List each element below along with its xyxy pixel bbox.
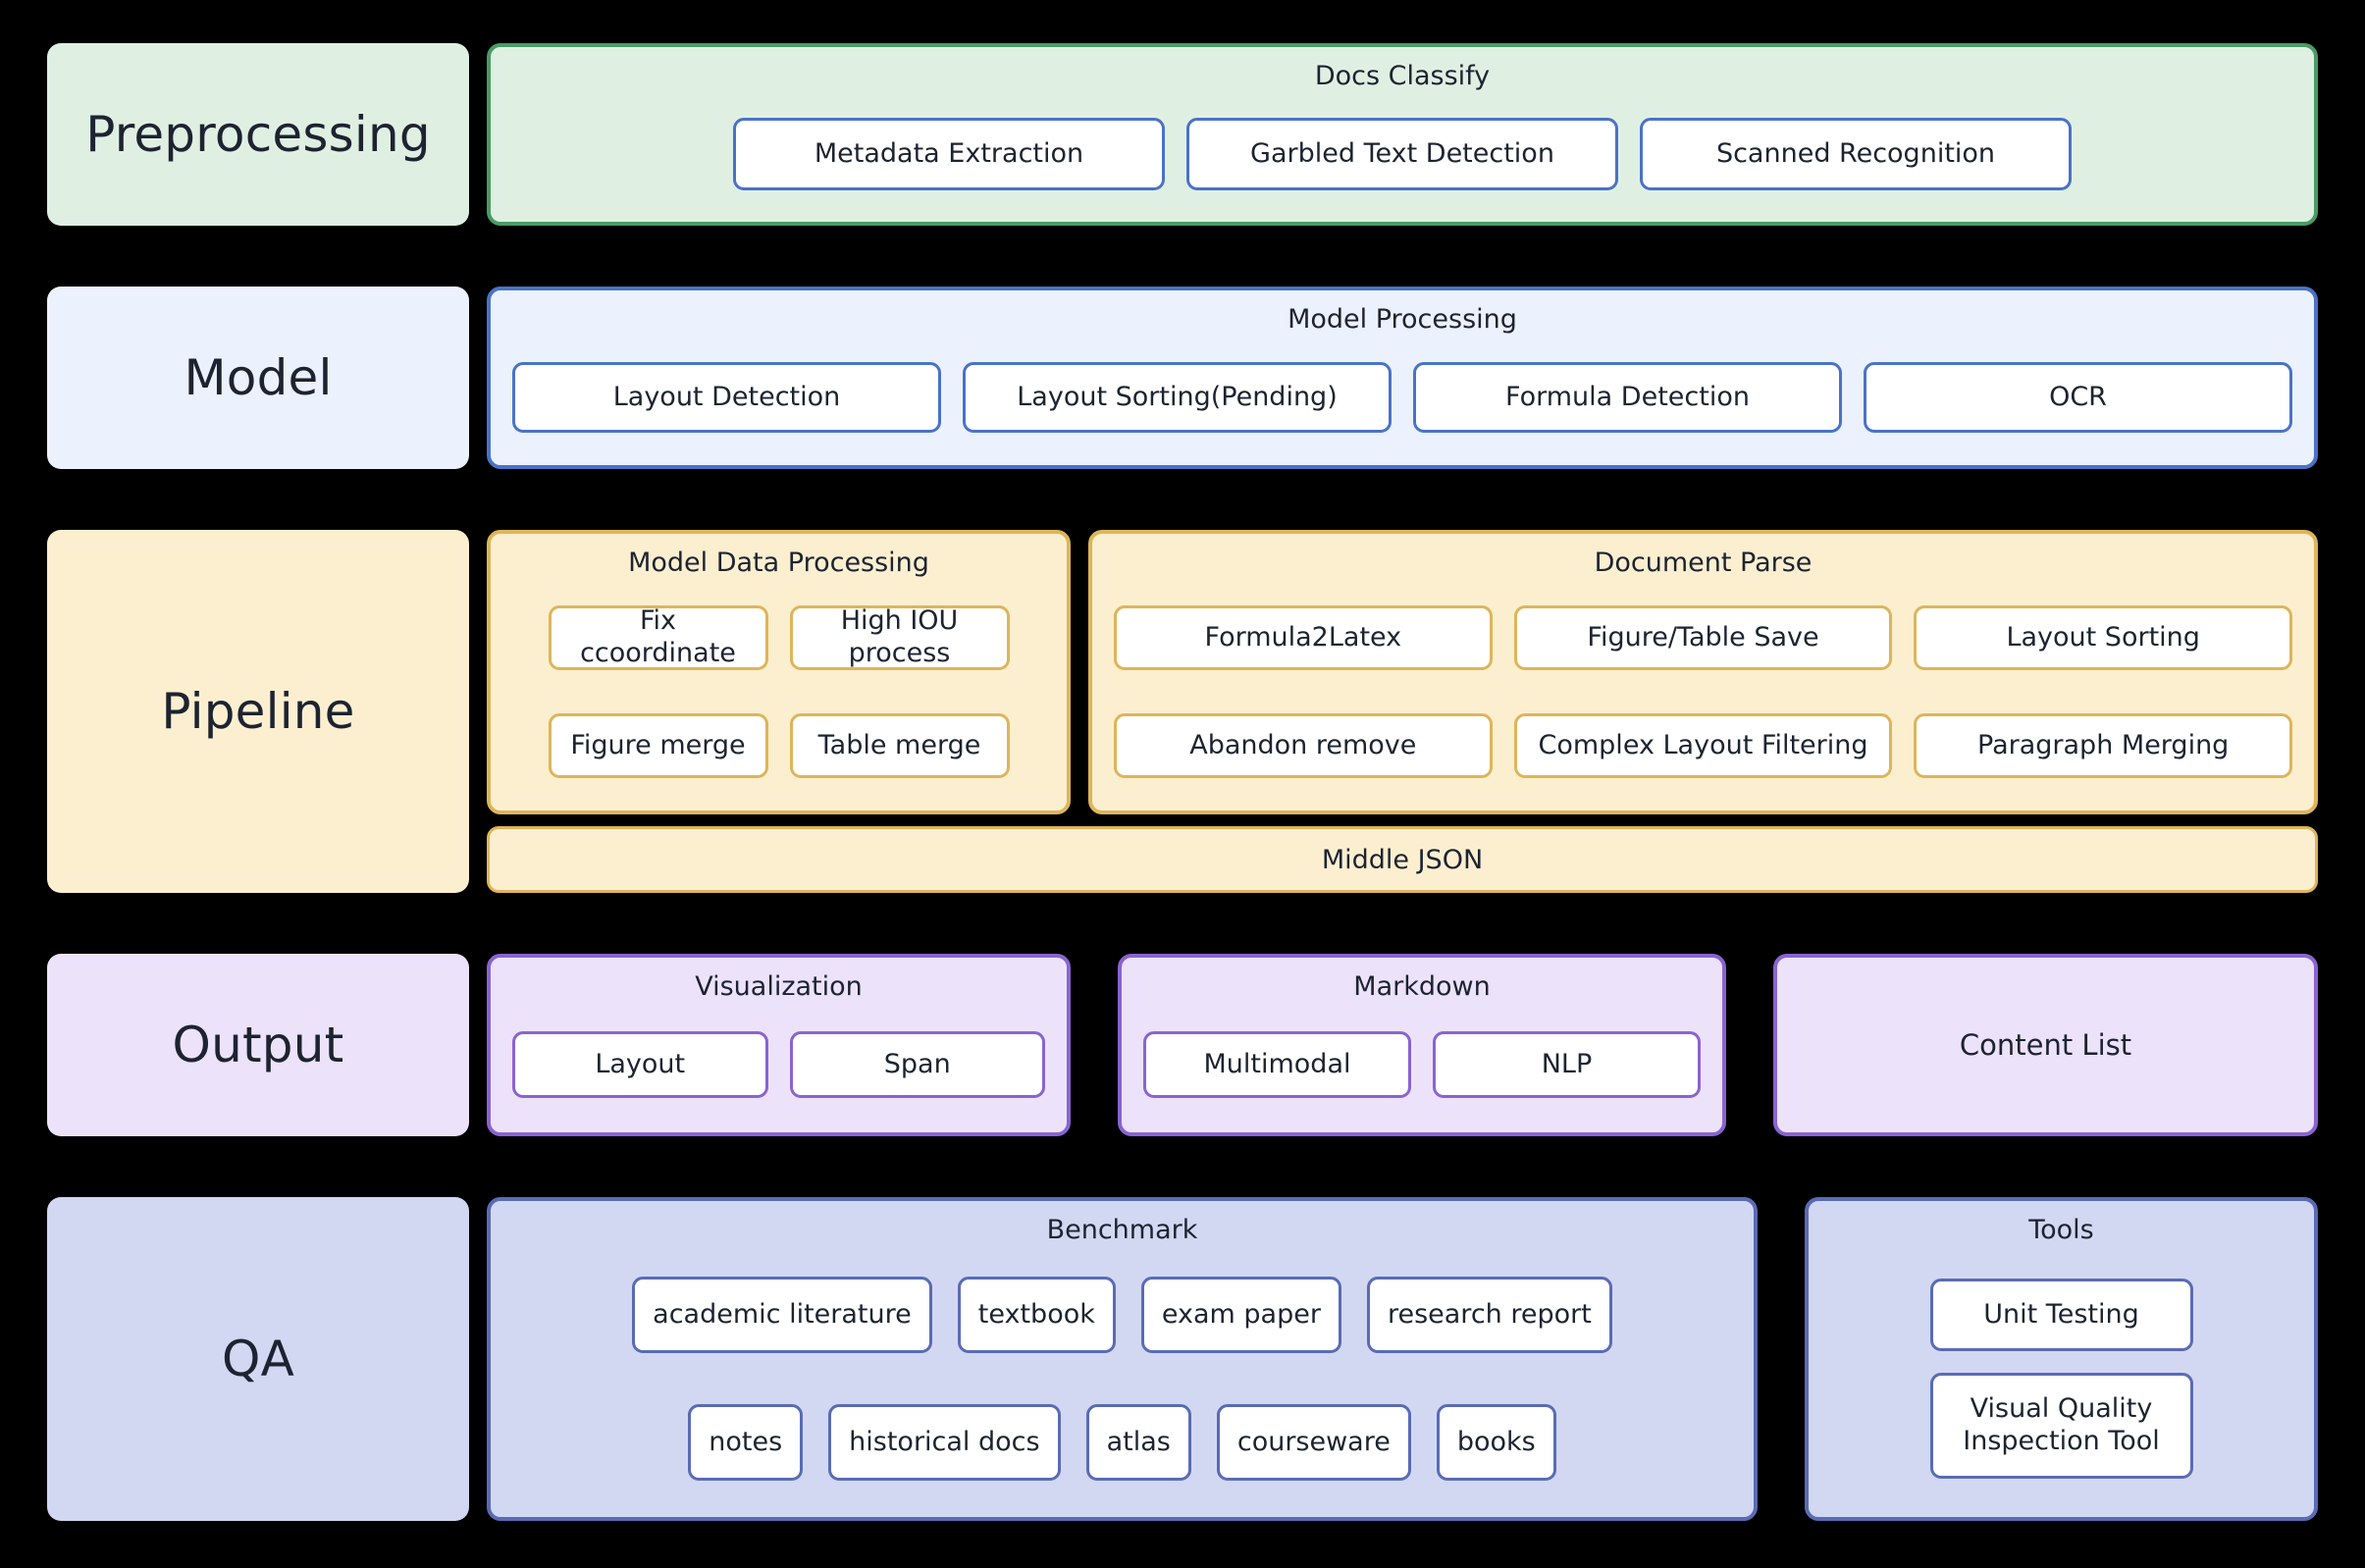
chip-visual-quality-inspection-tool[interactable]: Visual Quality Inspection Tool — [1929, 1373, 2193, 1480]
chip-academic-literature[interactable]: academic literature — [632, 1277, 932, 1354]
chip-table-merge[interactable]: Table merge — [789, 713, 1010, 779]
chip-courseware[interactable]: courseware — [1216, 1404, 1411, 1482]
group-body-model-data-processing: Fix ccoordinate High IOU process Figure … — [512, 593, 1045, 791]
chip-formula-detection[interactable]: Formula Detection — [1413, 362, 1842, 434]
chip-formula2latex[interactable]: Formula2Latex — [1114, 605, 1493, 671]
docparse-row-2: Abandon remove Complex Layout Filtering … — [1114, 713, 2293, 779]
stage-label-pipeline: Pipeline — [47, 530, 469, 893]
chip-span[interactable]: Span — [789, 1031, 1045, 1099]
stage-label-output: Output — [47, 954, 469, 1136]
benchmark-row-1: academic literature textbook exam paper … — [512, 1277, 1732, 1354]
chip-books[interactable]: books — [1436, 1404, 1556, 1482]
stage-row-pipeline: Pipeline Model Data Processing Fix ccoor… — [47, 530, 2318, 893]
pipeline-groups: Model Data Processing Fix ccoordinate Hi… — [487, 530, 2318, 814]
stage-label-model: Model — [47, 287, 469, 469]
chip-layout[interactable]: Layout — [512, 1031, 768, 1099]
group-model-processing: Model Processing Layout Detection Layout… — [487, 287, 2318, 469]
chip-nlp[interactable]: NLP — [1433, 1031, 1701, 1099]
pipeline-content: Model Data Processing Fix ccoordinate Hi… — [487, 530, 2318, 893]
chip-unit-testing[interactable]: Unit Testing — [1929, 1279, 2193, 1352]
chip-garbled-text-detection[interactable]: Garbled Text Detection — [1186, 118, 1618, 191]
stage-label-preprocessing: Preprocessing — [47, 43, 469, 226]
chip-multimodal[interactable]: Multimodal — [1143, 1031, 1411, 1099]
group-benchmark: Benchmark academic literature textbook e… — [487, 1197, 1758, 1521]
group-title-benchmark: Benchmark — [1046, 1215, 1198, 1245]
box-content-list[interactable]: Content List — [1773, 954, 2318, 1136]
group-title-visualization: Visualization — [695, 971, 863, 1002]
chip-scanned-recognition[interactable]: Scanned Recognition — [1640, 118, 2072, 191]
chip-textbook[interactable]: textbook — [957, 1277, 1116, 1354]
group-markdown: Markdown Multimodal NLP — [1118, 954, 1726, 1136]
group-title-model-data-processing: Model Data Processing — [628, 548, 929, 578]
group-body-visualization: Layout Span — [512, 1017, 1045, 1113]
chip-historical-docs[interactable]: historical docs — [828, 1404, 1061, 1482]
mdp-row-1: Fix ccoordinate High IOU process — [512, 605, 1045, 671]
chip-layout-sorting-pending[interactable]: Layout Sorting(Pending) — [963, 362, 1392, 434]
group-tools: Tools Unit Testing Visual Quality Inspec… — [1805, 1197, 2318, 1521]
chip-research-report[interactable]: research report — [1366, 1277, 1612, 1354]
chip-figure-merge[interactable]: Figure merge — [548, 713, 768, 779]
group-title-tools: Tools — [2028, 1215, 2094, 1245]
group-body-benchmark: academic literature textbook exam paper … — [512, 1260, 1732, 1497]
benchmark-row-2: notes historical docs atlas courseware b… — [512, 1404, 1732, 1482]
chip-figure-table-save[interactable]: Figure/Table Save — [1513, 605, 1893, 671]
stage-row-preprocessing: Preprocessing Docs Classify Metadata Ext… — [47, 43, 2318, 226]
group-document-parse: Document Parse Formula2Latex Figure/Tabl… — [1088, 530, 2318, 814]
stage-row-model: Model Model Processing Layout Detection … — [47, 287, 2318, 469]
stage-label-qa: QA — [47, 1197, 469, 1521]
group-body-tools: Unit Testing Visual Quality Inspection T… — [1830, 1260, 2292, 1497]
chip-complex-layout-filtering[interactable]: Complex Layout Filtering — [1513, 713, 1893, 779]
chip-ocr[interactable]: OCR — [1864, 362, 2292, 434]
chip-exam-paper[interactable]: exam paper — [1140, 1277, 1341, 1354]
group-title-model-processing: Model Processing — [1288, 304, 1517, 335]
chip-layout-sorting[interactable]: Layout Sorting — [1914, 605, 2293, 671]
group-title-markdown: Markdown — [1353, 971, 1491, 1002]
docparse-row-1: Formula2Latex Figure/Table Save Layout S… — [1114, 605, 2293, 671]
output-content: Visualization Layout Span Markdown Multi… — [487, 954, 2318, 1136]
chip-fix-ccoordinate[interactable]: Fix ccoordinate — [548, 605, 768, 671]
qa-content: Benchmark academic literature textbook e… — [487, 1197, 2318, 1521]
chip-high-iou-process[interactable]: High IOU process — [789, 605, 1010, 671]
group-body-markdown: Multimodal NLP — [1143, 1017, 1701, 1113]
stage-row-output: Output Visualization Layout Span Markdow… — [47, 954, 2318, 1136]
chip-layout-detection[interactable]: Layout Detection — [512, 362, 941, 434]
group-docs-classify: Docs Classify Metadata Extraction Garble… — [487, 43, 2318, 226]
chip-metadata-extraction[interactable]: Metadata Extraction — [733, 118, 1165, 191]
stage-row-qa: QA Benchmark academic literature textboo… — [47, 1197, 2318, 1521]
group-body-model-processing: Layout Detection Layout Sorting(Pending)… — [512, 349, 2292, 445]
group-visualization: Visualization Layout Span — [487, 954, 1071, 1136]
group-title-document-parse: Document Parse — [1594, 548, 1813, 578]
mdp-row-2: Figure merge Table merge — [512, 713, 1045, 779]
group-model-data-processing: Model Data Processing Fix ccoordinate Hi… — [487, 530, 1071, 814]
chip-abandon-remove[interactable]: Abandon remove — [1114, 713, 1493, 779]
chip-atlas[interactable]: atlas — [1085, 1404, 1191, 1482]
chip-notes[interactable]: notes — [688, 1404, 804, 1482]
group-title-docs-classify: Docs Classify — [1314, 61, 1491, 91]
group-body-document-parse: Formula2Latex Figure/Table Save Layout S… — [1114, 593, 2293, 791]
group-body-docs-classify: Metadata Extraction Garbled Text Detecti… — [512, 106, 2292, 202]
middle-json-bar[interactable]: Middle JSON — [487, 826, 2318, 893]
chip-paragraph-merging[interactable]: Paragraph Merging — [1914, 713, 2293, 779]
